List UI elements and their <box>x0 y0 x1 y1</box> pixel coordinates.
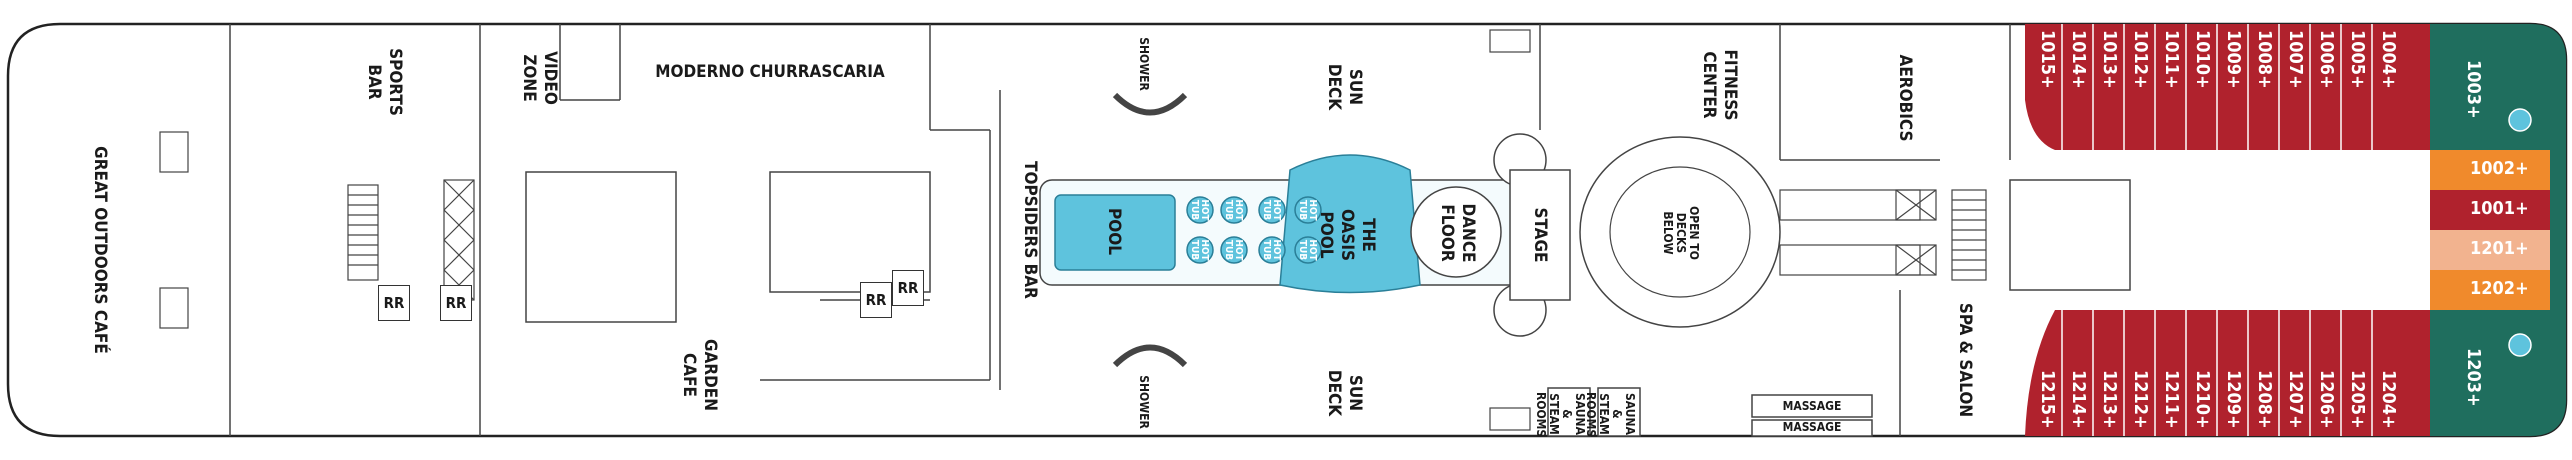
cabin-1208[interactable]: 1208+ <box>2254 370 2275 429</box>
cabin-1205[interactable]: 1205+ <box>2347 370 2368 429</box>
cabin-1008[interactable]: 1008+ <box>2254 30 2275 89</box>
lounge-chairs <box>159 131 189 329</box>
stage-label: STAGE <box>1530 207 1550 263</box>
shower-top <box>1112 92 1188 116</box>
dance-floor-label: DANCE FLOOR <box>1437 203 1478 263</box>
cabin-1001[interactable]: 1001+ <box>2470 198 2529 219</box>
bow-suite-top <box>2430 24 2566 150</box>
restroom-2: RR <box>440 285 472 321</box>
cabin-block-bottom <box>2025 310 2430 436</box>
sun-deck-label-bottom: SUN DECK <box>1324 369 1365 417</box>
hot-tub-label: HOT TUB <box>1297 239 1318 261</box>
shower-label-top: SHOWER <box>1137 37 1151 91</box>
cabin-block-top <box>2025 24 2430 150</box>
spa-salon-label: SPA & SALON <box>1955 302 1975 418</box>
restroom-label: RR <box>897 279 919 297</box>
restroom-3: RR <box>860 282 892 318</box>
shower-label-bottom: SHOWER <box>1137 375 1151 429</box>
cabin-1005[interactable]: 1005+ <box>2347 30 2368 89</box>
cabin-1003[interactable]: 1003+ <box>2463 60 2484 119</box>
shower-bottom <box>1112 344 1188 368</box>
cabin-1007[interactable]: 1007+ <box>2285 30 2306 89</box>
cabin-1206[interactable]: 1206+ <box>2316 370 2337 429</box>
cabin-1213[interactable]: 1213+ <box>2099 370 2120 429</box>
restroom-1: RR <box>378 285 410 321</box>
aerobics-label: AEROBICS <box>1895 54 1915 142</box>
cabin-1010[interactable]: 1010+ <box>2192 30 2213 89</box>
cabin-1207[interactable]: 1207+ <box>2285 370 2306 429</box>
massage-label-2: MASSAGE <box>1782 420 1842 434</box>
sauna-label-1: SAUNA & STEAM ROOMS <box>1534 392 1587 438</box>
suite-1202 <box>2430 270 2550 310</box>
hot-tub-label: HOT TUB <box>1189 199 1210 221</box>
cabin-1215[interactable]: 1215+ <box>2037 370 2058 429</box>
cabin-dividers <box>2061 24 2373 436</box>
sauna-room-2 <box>1597 387 1641 437</box>
sports-bar-label: SPORTS BAR <box>364 48 405 116</box>
hot-tubs <box>1186 196 1322 264</box>
great-outdoors-cafe-label: GREAT OUTDOORS CAFÉ <box>90 146 110 354</box>
garden-cafe-label: GARDEN CAFE <box>679 338 720 412</box>
cabin-1210[interactable]: 1210+ <box>2192 370 2213 429</box>
cabin-1211[interactable]: 1211+ <box>2161 370 2182 429</box>
suite-1201 <box>2430 230 2550 270</box>
hot-tub-label: HOT TUB <box>1189 239 1210 261</box>
cabin-1214[interactable]: 1214+ <box>2068 370 2089 429</box>
massage-room-2 <box>1751 419 1873 437</box>
massage-room-1 <box>1751 394 1873 418</box>
cabin-1014[interactable]: 1014+ <box>2068 30 2089 89</box>
suite-1001 <box>2430 190 2550 230</box>
suite-1002 <box>2430 150 2550 190</box>
hot-tub-label: HOT TUB <box>1261 239 1282 261</box>
oasis-pool-label: THE OASIS POOL <box>1316 208 1378 262</box>
hot-tub-label: HOT TUB <box>1261 199 1282 221</box>
dining-area-wall-2 <box>769 171 931 293</box>
video-zone-label: VIDEO ZONE <box>519 51 560 105</box>
cabin-1201[interactable]: 1201+ <box>2470 238 2529 259</box>
aft-stairs <box>347 184 379 281</box>
open-to-decks-label: OPEN TO DECKS BELOW <box>1661 206 1701 260</box>
restroom-4: RR <box>892 270 924 306</box>
bow-suite-bottom <box>2430 310 2566 436</box>
hot-tub-label: HOT TUB <box>1223 239 1244 261</box>
dance-floor-area <box>1410 186 1502 278</box>
moderno-churrascaria-label: MODERNO CHURRASCARIA <box>655 62 885 82</box>
cabin-1002[interactable]: 1002+ <box>2470 158 2529 179</box>
hot-tub-bow-top <box>2508 108 2532 132</box>
sauna-label-2: SAUNA & STEAM ROOMS <box>1584 392 1637 438</box>
cabin-1012[interactable]: 1012+ <box>2130 30 2151 89</box>
cabin-1004[interactable]: 1004+ <box>2378 30 2399 89</box>
pool-basin <box>1054 194 1176 271</box>
cabin-1202[interactable]: 1202+ <box>2470 278 2529 299</box>
restroom-label: RR <box>445 294 467 312</box>
cabin-1013[interactable]: 1013+ <box>2099 30 2120 89</box>
fitness-center-label: FITNESS CENTER <box>1699 49 1740 121</box>
forward-stairs <box>1951 189 1987 281</box>
cabin-1212[interactable]: 1212+ <box>2130 370 2151 429</box>
restroom-label: RR <box>865 291 887 309</box>
elevators-forward <box>1895 189 1937 276</box>
hot-tub-label: HOT TUB <box>1223 199 1244 221</box>
cabin-1203[interactable]: 1203+ <box>2463 348 2484 407</box>
dining-area-wall-1 <box>525 171 677 323</box>
cabin-1015[interactable]: 1015+ <box>2037 30 2058 89</box>
hot-tub-label: HOT TUB <box>1297 199 1318 221</box>
cabin-1011[interactable]: 1011+ <box>2161 30 2182 89</box>
massage-label-1: MASSAGE <box>1782 399 1842 413</box>
cabin-1204[interactable]: 1204+ <box>2378 370 2399 429</box>
pool-label: POOL <box>1104 208 1124 255</box>
cabin-1009[interactable]: 1009+ <box>2223 30 2244 89</box>
hot-tub-bow-bottom <box>2508 333 2532 357</box>
vent-bottom <box>1489 407 1531 431</box>
vent-top <box>1489 29 1531 53</box>
topsiders-bar-label: TOPSIDERS BAR <box>1020 161 1040 299</box>
sun-deck-label-top: SUN DECK <box>1324 63 1365 111</box>
stage-area <box>1509 169 1571 301</box>
cabin-1209[interactable]: 1209+ <box>2223 370 2244 429</box>
sauna-room-1 <box>1547 387 1591 437</box>
restroom-label: RR <box>383 294 405 312</box>
cabin-1006[interactable]: 1006+ <box>2316 30 2337 89</box>
